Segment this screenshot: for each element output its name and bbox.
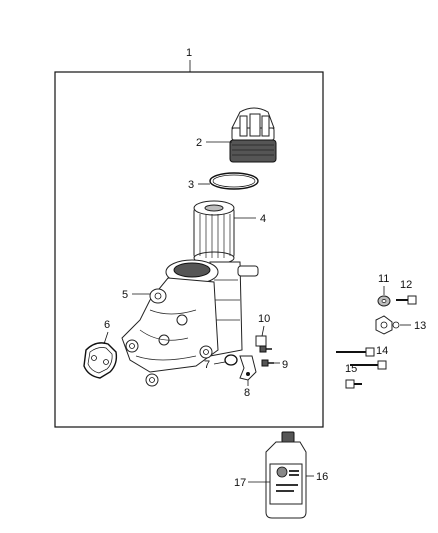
seal-ring[interactable] [224, 354, 238, 366]
callout-12-label: 12 [400, 279, 412, 291]
callout-11[interactable]: 11 [378, 273, 389, 295]
callout-14[interactable]: 14 [376, 345, 388, 357]
callout-11-label: 11 [378, 273, 389, 285]
callout-12[interactable]: 12 [400, 279, 412, 291]
callout-6-label: 6 [104, 319, 110, 331]
callout-10-label: 10 [258, 313, 270, 325]
callout-9-label: 9 [282, 359, 288, 371]
oil-filter-cap[interactable] [229, 107, 277, 163]
housing-gasket[interactable] [83, 342, 118, 379]
callout-4[interactable]: 4 [234, 213, 266, 225]
callout-1[interactable]: 1 [186, 47, 192, 72]
callout-15[interactable]: 15 [345, 363, 357, 375]
callout-17[interactable]: 17 [234, 477, 270, 489]
oil-filter-housing[interactable] [121, 259, 259, 387]
callout-13[interactable]: 13 [400, 320, 426, 332]
callout-2-label: 2 [196, 137, 202, 149]
callout-8-label: 8 [244, 387, 250, 399]
long-bolts[interactable] [336, 347, 387, 370]
small-screw[interactable] [261, 359, 274, 367]
callout-17-label: 17 [234, 477, 246, 489]
washer[interactable] [377, 295, 391, 307]
callout-6[interactable]: 6 [103, 319, 110, 345]
callout-13-label: 13 [414, 320, 426, 332]
callout-7[interactable]: 7 [204, 359, 226, 371]
callout-1-label: 1 [186, 47, 192, 59]
callout-7-label: 7 [204, 359, 210, 371]
callout-10[interactable]: 10 [258, 313, 270, 337]
assembly-frame [54, 71, 324, 428]
callout-3[interactable]: 3 [188, 179, 210, 191]
callout-14-label: 14 [376, 345, 388, 357]
callout-9[interactable]: 9 [274, 359, 288, 371]
o-ring[interactable] [209, 172, 259, 190]
oil-filter-element[interactable] [193, 200, 235, 265]
engine-oil-bottle[interactable] [265, 431, 307, 519]
callout-4-label: 4 [260, 213, 266, 225]
oil-pressure-sensor[interactable] [255, 335, 272, 353]
callout-2[interactable]: 2 [196, 137, 232, 149]
callout-16[interactable]: 16 [306, 471, 328, 483]
bracket[interactable] [239, 355, 257, 381]
callout-8[interactable]: 8 [244, 380, 250, 399]
callout-3-label: 3 [188, 179, 194, 191]
short-bolt[interactable] [345, 379, 362, 389]
banjo-fitting[interactable] [375, 315, 400, 335]
bolt-12[interactable] [396, 295, 417, 305]
callout-5-label: 5 [122, 289, 128, 301]
callout-15-label: 15 [345, 363, 357, 375]
callout-5[interactable]: 5 [122, 289, 150, 301]
callout-16-label: 16 [316, 471, 328, 483]
